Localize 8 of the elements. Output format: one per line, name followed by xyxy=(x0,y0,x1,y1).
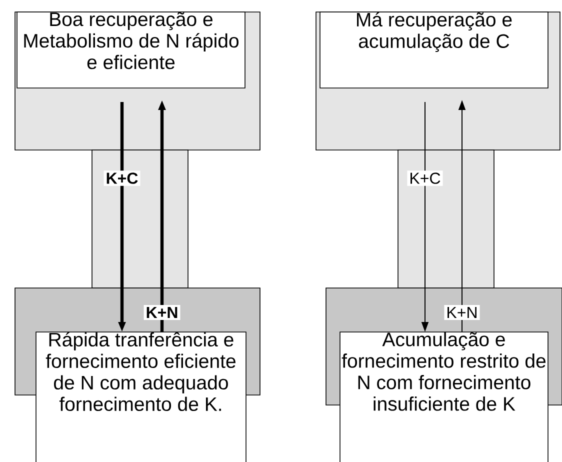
edge-label: K+C xyxy=(104,170,140,186)
edge-label: K+N xyxy=(444,304,480,320)
text-box: Má recuperação e acumulação de C xyxy=(320,12,548,88)
text-box: Boa recuperação e Metabolismo de N rápido e eficiente xyxy=(16,12,246,88)
edge-label: K+C xyxy=(407,170,443,186)
edge-label: K+N xyxy=(144,304,180,320)
text-box: Acumulação e fornecimento restrito de N com fornecimento insuficiente de K xyxy=(340,332,548,462)
text-box: Rápida tranferência e fornecimento eficiente de N com adequado fornecimento de K. xyxy=(36,332,246,462)
